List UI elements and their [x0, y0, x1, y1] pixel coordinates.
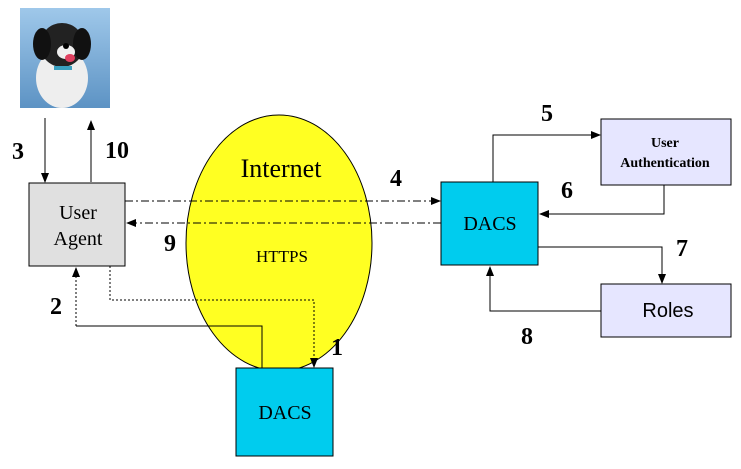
arrow-step-1 — [109, 266, 318, 368]
roles-label: Roles — [642, 300, 693, 322]
user-agent-label-line2: Agent — [54, 228, 103, 250]
dacs-right-label: DACS — [463, 213, 516, 235]
user-auth-label-line2: Authentication — [620, 156, 710, 171]
step-number-7: 7 — [676, 236, 688, 262]
step-number-5: 5 — [541, 101, 553, 127]
internet-title: Internet — [241, 154, 323, 183]
dacs-bottom-label: DACS — [258, 402, 311, 424]
arrow-step-8 — [486, 266, 601, 312]
dacs-bottom-box — [235, 367, 334, 457]
arrow-step-5 — [492, 131, 601, 182]
arrow-step-7 — [538, 246, 666, 284]
dacs-right-box — [440, 181, 539, 266]
user-authentication-box — [600, 118, 732, 186]
https-label: HTTPS — [256, 247, 308, 266]
step-number-8: 8 — [521, 324, 533, 350]
arrow-step-2-solid — [76, 325, 263, 368]
step-number-4: 4 — [390, 166, 402, 192]
step-number-6: 6 — [561, 178, 573, 204]
step-number-1: 1 — [331, 335, 343, 361]
user-auth-label-line1: User — [651, 136, 679, 151]
dog-photo-icon — [20, 8, 110, 108]
step-number-3: 3 — [12, 139, 24, 165]
step-number-9: 9 — [164, 231, 176, 257]
user-agent-label-line1: User — [59, 202, 97, 224]
user-agent-box — [28, 182, 126, 267]
step-number-10: 10 — [105, 138, 129, 164]
step-number-2: 2 — [50, 294, 62, 320]
arrow-step-6 — [539, 185, 665, 218]
